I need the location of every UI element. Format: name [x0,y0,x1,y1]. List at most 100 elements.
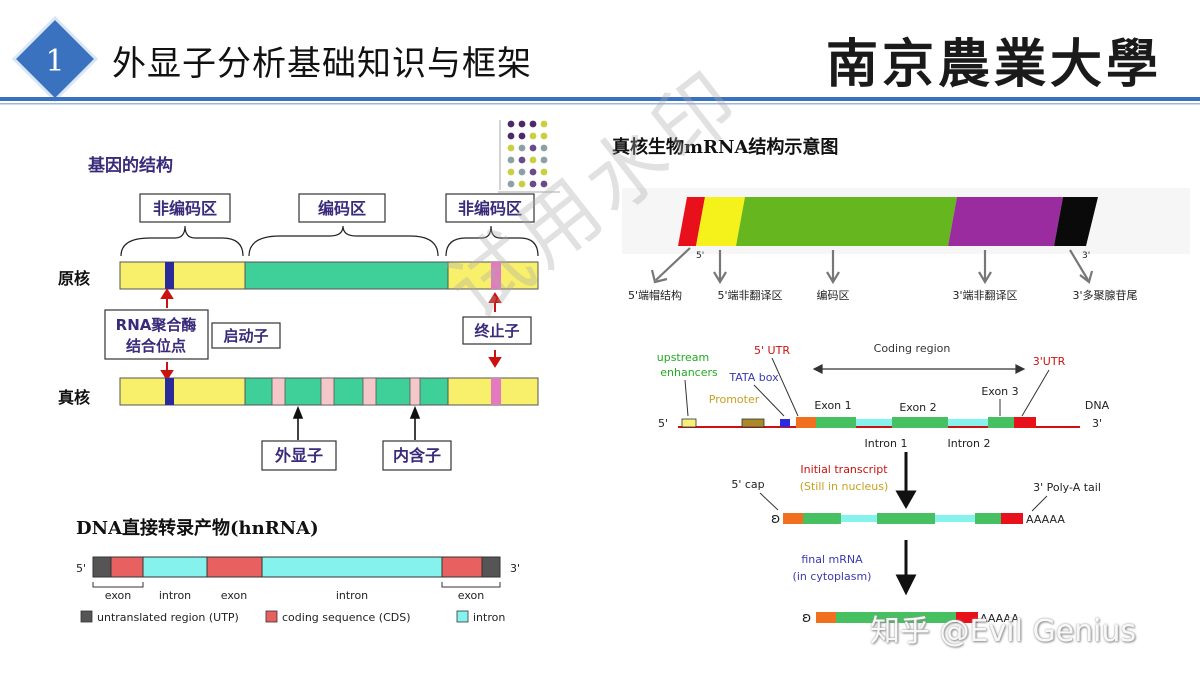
dna-label: DNA [1085,399,1110,412]
enhancer-box [681,418,697,428]
final-coding [836,612,956,623]
gene-expression-diagram: upstream enhancers 5' UTR Coding region … [657,342,1110,626]
promoter-box [211,322,281,349]
prokaryote-terminator-site [491,262,501,289]
cap-pointer [759,492,779,511]
transcript-exon-1 [803,513,841,524]
hnrna-seg-intron-2: intron [336,589,368,602]
legend-intron-swatch [456,610,469,623]
transcript-intron-1 [841,515,877,522]
hnrna-exon-3 [441,556,483,578]
header-rule [0,97,1200,101]
section-number: 1 [45,44,64,79]
terminator-label: 终止子 [474,322,519,340]
mrna-coding-segment [736,197,957,246]
eukaryote-upstream-region [119,377,246,406]
prokaryote-binding-site [165,262,174,289]
eukaryote-binding-site [165,378,174,405]
hnrna-seg-exon-2: exon [221,589,247,602]
final-3utr [956,612,978,623]
exon3-label: Exon 3 [981,385,1018,398]
transcript-polya: AAAAA [1026,513,1065,526]
exon-label: 外显子 [274,446,323,465]
coding-label: 编码区 [318,199,366,218]
header-bar: 1 [0,15,1200,105]
upstream-label-1: upstream [657,351,710,364]
rnap-line2: 结合位点 [126,337,186,355]
mrna-label-cap: 5'端帽结构 [628,288,682,302]
intron-label: 内含子 [393,446,441,465]
mrna-label-3utr: 3'端非翻译区 [952,288,1017,302]
intron1-label: Intron 1 [864,437,907,450]
dna-5utr [796,417,816,428]
mrna-label-5utr: 5'端非翻译区 [717,288,782,302]
pointer-lines [684,357,1050,417]
cap-label: 5' cap [731,478,764,491]
final-cap-icon: ʚ [802,610,811,626]
final-polya: AAAAA [980,612,1019,625]
polya-pointer [1031,495,1048,512]
eukaryote-label: 真核 [58,388,90,407]
promoter-dna-label: Promoter [709,393,760,406]
transcript-5utr [783,513,803,524]
legend-utr-swatch [80,610,93,623]
noncoding-left-label: 非编码区 [153,199,217,218]
hnrna-seg-intron-1: intron [159,589,191,602]
transcript-3utr [1001,513,1023,524]
polya-label: 3' Poly-A tail [1033,481,1101,494]
mrna-3utr-segment [948,197,1063,246]
initial-transcript-1: Initial transcript [800,463,888,476]
cap-icon: ʚ [771,511,780,527]
dna-intron-1 [856,419,892,426]
header-rule-thin [0,103,1200,105]
promoter-box-dna [741,418,765,428]
hnrna-utr-left [92,556,112,578]
transcript-exon-3 [975,513,1001,524]
final-5utr [816,612,836,623]
hnrna-seg-exon-3: exon [458,589,484,602]
legend-cds-swatch [265,610,278,623]
gene-structure-diagram: 基因的结构 非编码区 编码区 非编码区 原核 RNA聚合酶 结合位点 启动子 终… [58,120,560,471]
eukaryote-terminator-site [491,378,501,405]
coding-region-label: Coding region [874,342,951,355]
university-logo: 南京農業大學 [826,34,1163,95]
dna-intron-2 [948,419,988,426]
transcript-intron-2 [935,515,975,522]
exon-box [261,440,337,471]
mrna-5utr-segment [696,197,745,246]
terminator-box [462,316,532,345]
tata-label: TATA box [728,371,779,384]
mrna-structure-diagram: 5' 3' 5'端帽结构 5'端非翻译区 编码区 3'端非翻译区 3'多聚腺苷尾 [622,188,1190,302]
intron2-label: Intron 2 [947,437,990,450]
mrna-arrows [650,247,1094,285]
final-mrna-2: (in cytoplasm) [793,570,872,583]
noncoding-right-box [445,193,535,223]
red-arrows [160,288,502,381]
dna-exon-3 [988,417,1014,428]
dna-5prime: 5' [658,417,668,430]
gene-structure-title: 基因的结构 [87,155,173,176]
exon1-label: Exon 1 [814,399,851,412]
dna-3prime: 3' [1092,417,1102,430]
coding-box [298,193,386,223]
legend-cds-label: coding sequence (CDS) [282,611,411,624]
eukaryote-introns [271,377,421,406]
rnap-binding-site-box [104,309,209,360]
legend-intron-label: intron [473,611,505,624]
mrna-3prime: 3' [1082,251,1090,261]
hnrna-5prime: 5' [76,562,86,575]
hnrna-3prime: 3' [510,562,520,575]
page-title: 外显子分析基础知识与框架 [112,44,532,84]
rnap-line1: RNA聚合酶 [116,316,197,334]
mrna-polya-segment [1054,197,1098,246]
dna-3utr [1014,417,1036,428]
hnrna-title: DNA直接转录产物(hnRNA) [76,518,319,539]
transcript-exon-2 [877,513,935,524]
prokaryote-coding-region [244,261,449,290]
hnrna-intron-2 [261,556,443,578]
noncoding-left-box [139,193,231,223]
prokaryote-label: 原核 [58,269,90,288]
dna-exon-2 [892,417,948,428]
intron-box [382,440,452,471]
promoter-label: 启动子 [223,327,268,345]
